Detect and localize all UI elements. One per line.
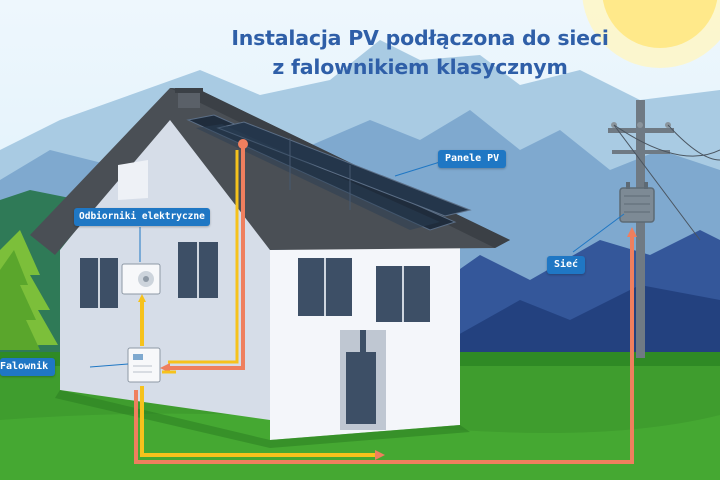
title-line-2: z falownikiem klasycznym: [272, 55, 568, 79]
energy-flow: [134, 139, 637, 464]
label-electric-loads: Odbiorniki elektryczne: [74, 208, 210, 226]
label-inverter: Falownik: [0, 358, 56, 376]
transformer-icon: [619, 182, 655, 223]
inverter-icon: [127, 347, 161, 383]
window: [80, 258, 118, 308]
window: [178, 242, 218, 298]
pointer-grid: [572, 213, 625, 253]
air-conditioner-icon: [121, 263, 161, 295]
tree-icon: [0, 230, 58, 350]
window: [376, 266, 430, 322]
label-grid: Sieć: [547, 256, 586, 274]
title-line-1: Instalacja PV podłączona do sieci: [231, 26, 609, 50]
pv-panels: [186, 114, 472, 231]
label-pv-panels: Panele PV: [438, 150, 507, 168]
window: [298, 258, 352, 316]
chimney: [178, 92, 200, 108]
pointer-inverter: [89, 363, 129, 368]
utility-pole-icon: [608, 100, 720, 358]
diagram-title: Instalacja PV podłączona do sieci z falo…: [160, 24, 680, 82]
pointer-panels: [394, 161, 441, 177]
sun-icon: [582, 0, 720, 68]
door: [340, 330, 386, 430]
